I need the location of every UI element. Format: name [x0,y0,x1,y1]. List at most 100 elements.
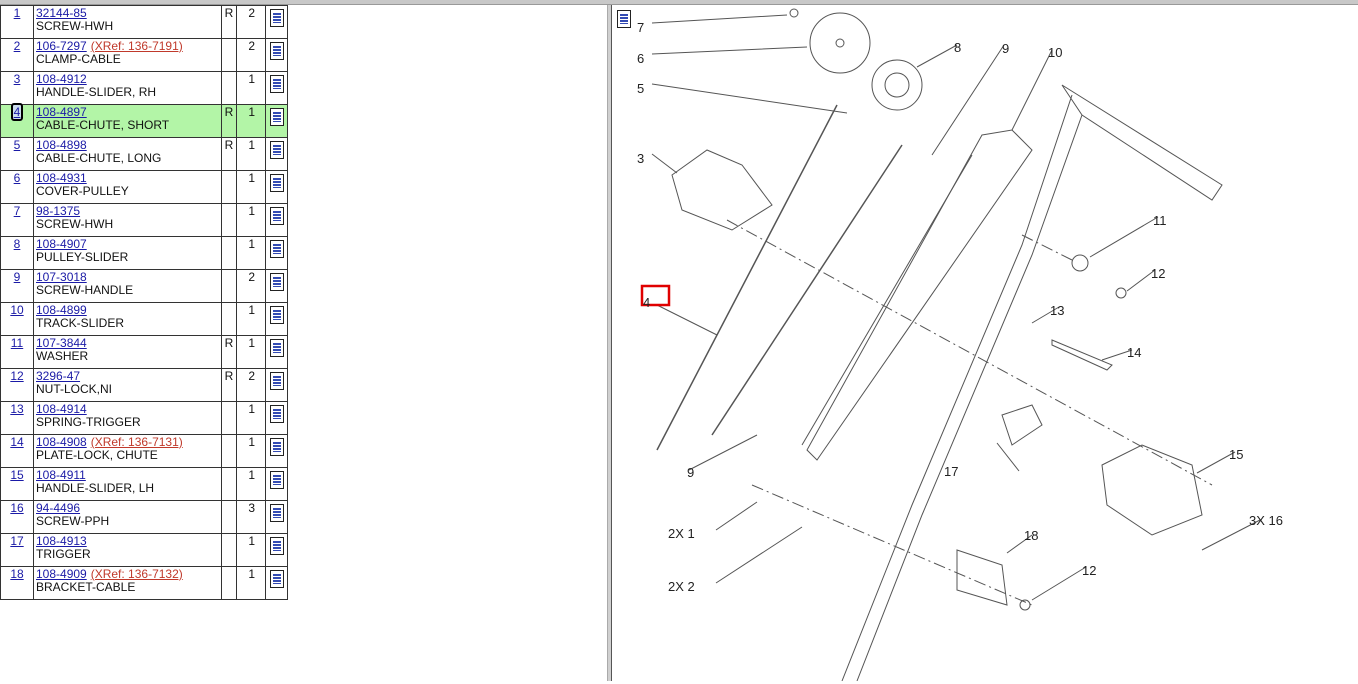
document-icon[interactable] [269,75,284,93]
document-icon[interactable] [269,240,284,258]
document-icon[interactable] [269,42,284,60]
index-link[interactable]: 18 [10,567,24,581]
document-icon[interactable] [269,504,284,522]
callout-label[interactable]: 17 [944,464,958,479]
index-link[interactable]: 13 [10,402,24,416]
part-number-link[interactable]: 3296-47 [36,369,81,383]
callout-label[interactable]: 11 [1153,213,1167,228]
index-link[interactable]: 2 [13,39,21,53]
callout-label[interactable]: 5 [637,81,644,96]
index-link[interactable]: 17 [10,534,24,548]
index-link[interactable]: 14 [10,435,24,449]
index-cell: 15 [0,467,34,501]
part-number-link[interactable]: 108-4913 [36,534,87,548]
document-icon[interactable] [269,306,284,324]
callout-label[interactable]: 3 [637,151,644,166]
part-number-link[interactable]: 108-4908 [36,435,87,449]
part-number-link[interactable]: 98-1375 [36,204,81,218]
xref-link[interactable]: (XRef: 136-7131) [90,435,183,449]
callout-label[interactable]: 2X 2 [668,579,695,594]
callout-label[interactable]: 2X 1 [668,526,695,541]
index-link[interactable]: 11 [10,336,24,350]
document-icon[interactable] [269,570,284,588]
document-icon[interactable] [269,438,284,456]
index-link[interactable]: 1 [13,6,21,20]
callout-label[interactable]: 6 [637,51,644,66]
xref-link[interactable]: (XRef: 136-7191) [90,39,183,53]
document-icon[interactable] [269,207,284,225]
part-number-link[interactable]: 32144-85 [36,6,87,20]
callout-label[interactable]: 4 [643,295,650,310]
table-row[interactable]: 14 108-4908(XRef: 136-7131)PLATE-LOCK, C… [0,434,288,468]
document-icon[interactable] [269,372,284,390]
callout-label[interactable]: 10 [1048,45,1062,60]
index-link[interactable]: 7 [13,204,21,218]
doc-cell [265,368,288,402]
callout-label[interactable]: 15 [1229,447,1243,462]
document-icon[interactable] [269,9,284,27]
part-number-link[interactable]: 108-4909 [36,567,87,581]
index-link[interactable]: 9 [13,270,21,284]
index-link[interactable]: 15 [10,468,24,482]
document-icon[interactable] [269,273,284,291]
doc-cell [265,401,288,435]
document-icon[interactable] [269,537,284,555]
index-link[interactable]: 10 [10,303,24,317]
document-icon[interactable] [269,141,284,159]
callout-label[interactable]: 8 [954,40,961,55]
document-icon[interactable] [269,471,284,489]
table-row[interactable]: 2 106-7297(XRef: 136-7191)CLAMP-CABLE 2 [0,38,288,72]
index-link[interactable]: 4 [10,103,24,121]
callout-label[interactable]: 12 [1082,563,1096,578]
document-icon[interactable] [269,339,284,357]
index-link[interactable]: 8 [13,237,21,251]
document-icon[interactable] [617,10,631,28]
document-icon[interactable] [269,405,284,423]
index-link[interactable]: 6 [13,171,21,185]
callout-label[interactable]: 14 [1127,345,1141,360]
callout-label[interactable]: 3X 16 [1249,513,1283,528]
callout-label[interactable]: 7 [637,20,644,35]
index-link[interactable]: 5 [13,138,21,152]
part-number-link[interactable]: 108-4931 [36,171,87,185]
index-link[interactable]: 16 [10,501,24,515]
callout-label[interactable]: 9 [1002,41,1009,56]
callout-label[interactable]: 12 [1151,266,1165,281]
part-number-link[interactable]: 108-4898 [36,138,87,152]
part-number-link[interactable]: 107-3844 [36,336,87,350]
index-link[interactable]: 12 [10,369,24,383]
xref-link[interactable]: (XRef: 136-7132) [90,567,183,581]
part-number-link[interactable]: 108-4914 [36,402,87,416]
part-number-link[interactable]: 108-4897 [36,105,87,119]
part-number-link[interactable]: 108-4907 [36,237,87,251]
part-number-link[interactable]: 94-4496 [36,501,81,515]
part-number-link[interactable]: 108-4911 [36,468,86,482]
part-number-link[interactable]: 106-7297 [36,39,87,53]
part-number-link[interactable]: 108-4912 [36,72,87,86]
document-icon[interactable] [269,108,284,126]
part-number-link[interactable]: 108-4899 [36,303,87,317]
frame-splitter[interactable] [607,5,612,681]
part-number-link[interactable]: 107-3018 [36,270,87,284]
callout-label[interactable]: 18 [1024,528,1038,543]
callout-label[interactable]: 9 [687,465,694,480]
document-icon[interactable] [269,174,284,192]
callout-label[interactable]: 13 [1050,303,1064,318]
index-link[interactable]: 3 [13,72,21,86]
table-row[interactable]: 18 108-4909(XRef: 136-7132)BRACKET-CABLE… [0,566,288,600]
